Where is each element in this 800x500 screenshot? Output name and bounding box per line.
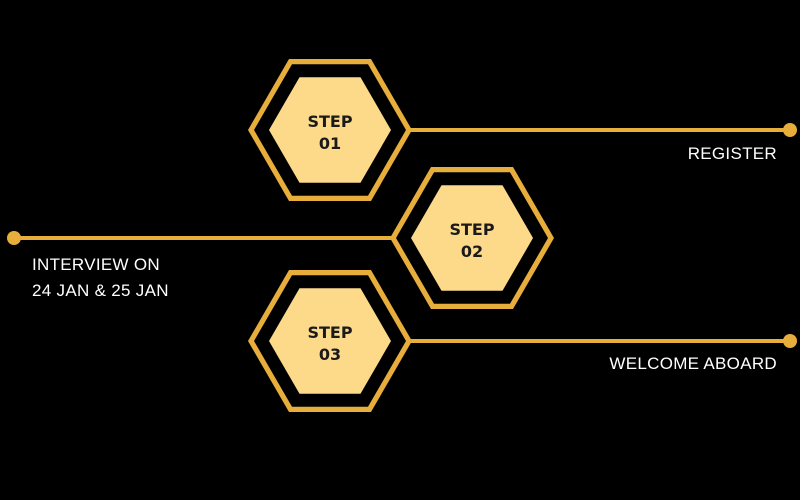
step-01-connector-dot xyxy=(783,123,797,137)
step-03-number: 03 xyxy=(319,345,341,364)
step-03-word: STEP xyxy=(307,323,352,342)
step-01-word: STEP xyxy=(307,112,352,131)
step-02-caption-line-1: INTERVIEW ON xyxy=(32,255,160,274)
step-02-hexagon-fill xyxy=(411,185,533,291)
connectors xyxy=(7,123,797,348)
step-01-caption-line-1: REGISTER xyxy=(687,144,777,163)
step-03-caption: WELCOME ABOARD xyxy=(609,354,777,374)
step-02-connector-dot xyxy=(7,231,21,245)
step-02-word: STEP xyxy=(449,220,494,239)
step-03-caption-line-1: WELCOME ABOARD xyxy=(609,354,777,373)
step-01-hexagon-fill xyxy=(269,77,391,183)
step-03-connector-dot xyxy=(783,334,797,348)
step-01-hexagon: STEP 01 xyxy=(248,59,412,201)
step-03-hexagon: STEP 03 xyxy=(248,270,412,412)
step-02-number: 02 xyxy=(461,242,483,261)
step-03-hexagon-fill xyxy=(269,288,391,394)
step-02-caption-line-2: 24 JAN & 25 JAN xyxy=(32,281,169,300)
step-02-hexagon: STEP 02 xyxy=(390,167,554,309)
step-02-caption: INTERVIEW ON 24 JAN & 25 JAN xyxy=(32,252,169,304)
step-01-caption: REGISTER xyxy=(688,144,777,164)
step-01-number: 01 xyxy=(319,134,341,153)
